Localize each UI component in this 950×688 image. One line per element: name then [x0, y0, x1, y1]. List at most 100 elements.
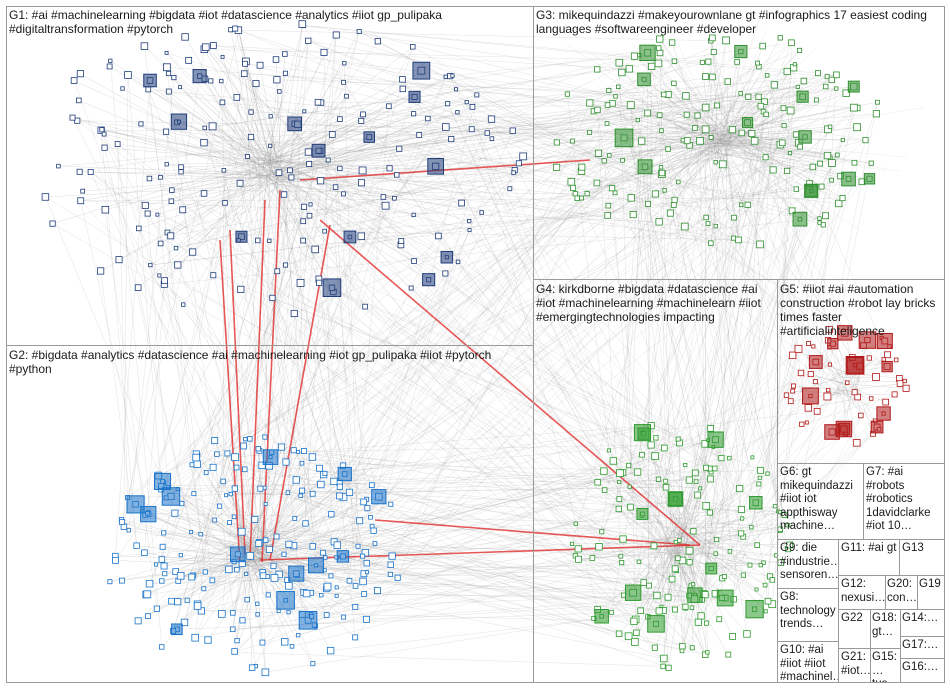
edge: [673, 134, 728, 206]
node: [394, 574, 401, 581]
node: [370, 527, 377, 534]
edge: [137, 166, 283, 288]
node: [259, 639, 266, 646]
node: [607, 153, 612, 158]
node: [255, 612, 260, 617]
node: [165, 88, 172, 95]
edge: [394, 51, 714, 199]
edge: [234, 457, 243, 555]
node: [455, 110, 460, 115]
node: [285, 540, 293, 548]
node: [761, 560, 766, 565]
edge: [163, 240, 270, 567]
strong-edge: [249, 199, 266, 561]
node: [167, 232, 175, 240]
node: [328, 511, 335, 518]
node: [298, 493, 303, 498]
edge: [203, 142, 256, 168]
node: [567, 178, 576, 186]
node: [694, 112, 701, 119]
edge: [287, 102, 319, 493]
node: [713, 223, 718, 229]
node: [322, 470, 328, 476]
node: [651, 452, 659, 460]
edge: [717, 148, 821, 164]
edge: [710, 137, 731, 552]
node: [489, 136, 495, 141]
edge: [164, 280, 368, 509]
node: [839, 195, 846, 202]
edge: [272, 297, 363, 557]
node: [627, 194, 635, 202]
node: [893, 357, 899, 363]
node: [827, 124, 833, 129]
edge: [708, 126, 748, 205]
node: [302, 520, 309, 527]
node: [595, 543, 603, 551]
node: [823, 392, 832, 401]
node: [280, 191, 288, 198]
node: [703, 464, 709, 471]
node: [310, 661, 316, 667]
edge: [638, 51, 715, 562]
node-thumbnail: [408, 90, 421, 103]
edge: [269, 156, 344, 195]
edge: [665, 526, 752, 539]
edge: [665, 478, 711, 555]
node-thumbnail: [343, 230, 357, 244]
node: [664, 593, 672, 601]
edge: [675, 540, 686, 608]
edge: [642, 513, 683, 552]
node: [425, 115, 431, 122]
node: [299, 487, 306, 494]
edge: [689, 533, 766, 586]
edge: [581, 144, 725, 168]
edge: [230, 62, 758, 495]
node: [334, 585, 339, 590]
node: [722, 36, 731, 45]
edge: [320, 86, 798, 152]
edge: [312, 50, 800, 547]
edge: [249, 40, 309, 439]
edge: [101, 129, 260, 168]
edge: [390, 137, 625, 565]
node: [807, 371, 814, 378]
node: [141, 201, 149, 209]
node: [358, 117, 365, 124]
edge: [665, 169, 774, 482]
node: [692, 124, 698, 131]
edge: [259, 76, 713, 543]
node-thumbnail: [412, 61, 431, 80]
edge: [335, 126, 858, 188]
node-thumbnail: [745, 599, 764, 619]
edge: [719, 139, 758, 202]
edge: [140, 123, 262, 173]
edge: [148, 513, 773, 605]
edge: [278, 24, 303, 170]
node: [783, 392, 790, 398]
node: [275, 169, 283, 177]
edge: [607, 145, 721, 216]
edge: [694, 426, 878, 596]
node: [605, 202, 612, 209]
node: [165, 70, 172, 77]
edge: [204, 42, 792, 129]
edge: [719, 139, 887, 172]
node: [208, 122, 217, 131]
edge: [287, 425, 652, 493]
edge: [344, 63, 359, 547]
edge: [572, 139, 721, 242]
edge: [265, 501, 364, 544]
node: [232, 25, 239, 32]
edge: [270, 107, 706, 458]
node-thumbnail: [594, 609, 609, 624]
edge: [267, 484, 372, 560]
node: [721, 574, 727, 580]
edge: [128, 530, 242, 551]
edge: [399, 74, 837, 149]
edge: [673, 83, 714, 154]
edge: [236, 560, 258, 570]
edge: [642, 175, 841, 515]
edge: [90, 171, 635, 622]
node: [659, 128, 664, 133]
